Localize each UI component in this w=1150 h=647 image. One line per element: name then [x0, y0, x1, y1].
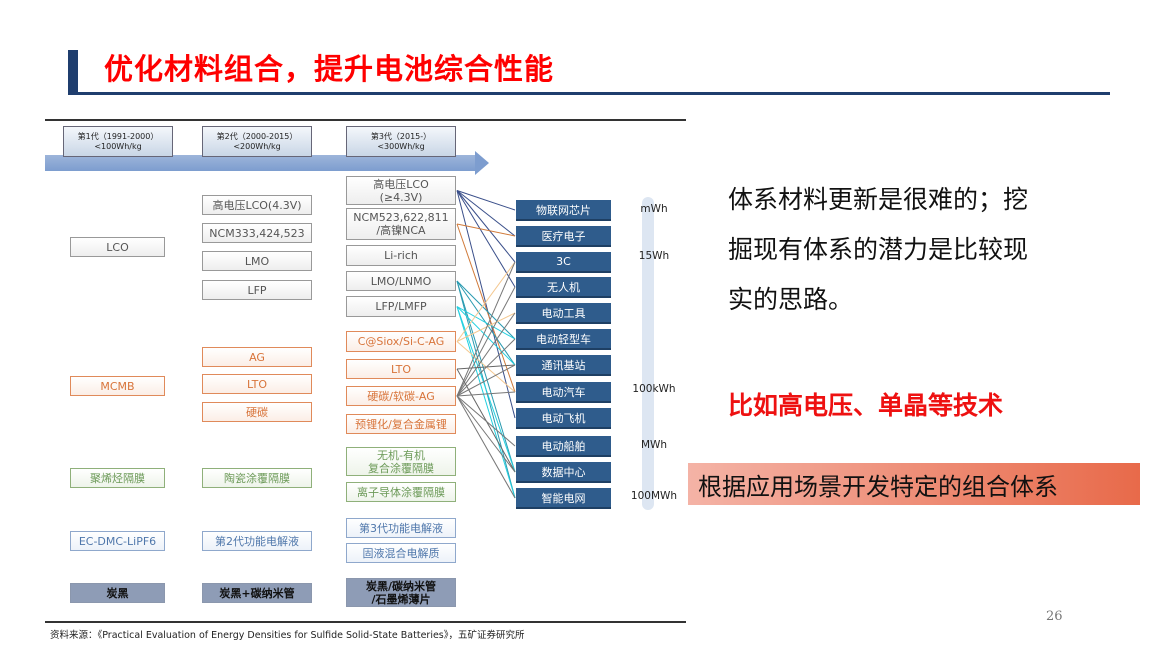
material-box-gen2: AG [202, 347, 312, 367]
material-box-gen3: LTO [346, 359, 456, 379]
material-box-gen1: 炭黑 [70, 583, 165, 603]
energy-scale-label: mWh [640, 203, 668, 215]
material-box-gen3: 无机-有机 复合涂覆隔膜 [346, 447, 456, 476]
material-box-gen2: 第2代功能电解液 [202, 531, 312, 551]
figure-top-rule [45, 119, 686, 121]
link-line [456, 280, 516, 473]
link-line [456, 190, 516, 263]
energy-scale-label: 15Wh [638, 250, 670, 262]
application-box: 数据中心 [516, 462, 611, 483]
link-line [456, 223, 516, 237]
highlight-text: 比如高电压、单晶等技术 [728, 391, 1004, 420]
generation-label: <100Wh/kg [94, 141, 142, 151]
material-box-gen3: NCM523,622,811 /高镍NCA [346, 208, 456, 240]
application-box: 电动汽车 [516, 382, 611, 403]
link-line [456, 190, 516, 237]
generation-label: <300Wh/kg [377, 141, 425, 151]
material-box-gen1: MCMB [70, 376, 165, 396]
link-line [456, 395, 516, 447]
link-line [456, 286, 516, 397]
generation-label: 第2代（2000-2015） [216, 131, 298, 141]
material-box-gen2: NCM333,424,523 [202, 223, 312, 243]
link-line [456, 306, 516, 340]
source-note: 资料来源：《Practical Evaluation of Energy Den… [50, 630, 525, 641]
material-box-gen2: LFP [202, 280, 312, 300]
link-line [456, 306, 516, 473]
link-line [456, 312, 516, 342]
energy-scale-label: 100kWh [632, 383, 676, 395]
material-box-gen3: 固液混合电解质 [346, 543, 456, 563]
body-text-line: 掘现有体系的潜力是比较现 [728, 235, 1029, 264]
generation-label: <200Wh/kg [233, 141, 281, 151]
link-line [456, 391, 516, 397]
application-box: 电动飞机 [516, 408, 611, 429]
material-box-gen2: 高电压LCO(4.3V) [202, 195, 312, 215]
application-box: 电动轻型车 [516, 329, 611, 350]
material-box-gen3: 离子导体涂覆隔膜 [346, 482, 456, 502]
link-line [456, 395, 516, 473]
link-line [456, 190, 516, 288]
application-box: 电动船舶 [516, 436, 611, 457]
title-accent-bar [68, 50, 78, 93]
application-box: 无人机 [516, 277, 611, 298]
application-box: 智能电网 [516, 488, 611, 509]
body-text-line: 体系材料更新是很难的；挖 [728, 185, 1029, 214]
combo-banner: 根据应用场景开发特定的组合体系 [688, 463, 1140, 505]
link-line [456, 223, 516, 393]
material-box-gen1: EC-DMC-LiPF6 [70, 531, 165, 551]
material-box-gen3: C@Siox/Si-C-AG [346, 331, 456, 352]
generation-label: 第3代（2015-） [370, 131, 432, 141]
generation-header: 第1代（1991-2000）<100Wh/kg [63, 126, 173, 157]
link-line [456, 338, 516, 397]
material-box-gen3: 第3代功能电解液 [346, 518, 456, 538]
material-box-gen2: 陶瓷涂覆隔膜 [202, 468, 312, 488]
title-divider [68, 92, 1110, 95]
link-line [456, 306, 516, 366]
generation-header: 第2代（2000-2015）<200Wh/kg [202, 126, 312, 157]
link-line [456, 261, 516, 397]
link-line [456, 312, 516, 397]
generation-header: 第3代（2015-）<300Wh/kg [346, 126, 456, 157]
link-line [456, 261, 516, 342]
material-box-gen3: Li-rich [346, 245, 456, 266]
generation-label: 第1代（1991-2000） [77, 131, 159, 141]
material-box-gen3: 高电压LCO (≥4.3V) [346, 176, 456, 205]
energy-scale-label: 100MWh [630, 490, 678, 502]
material-box-gen3: LMO/LNMO [346, 271, 456, 291]
link-line [456, 190, 516, 419]
material-box-gen3: 硬碳/软碳-AG [346, 386, 456, 406]
page-number: 26 [1046, 609, 1063, 624]
material-box-gen3: LFP/LMFP [346, 296, 456, 317]
body-text-line: 实的思路。 [728, 285, 854, 314]
link-line [456, 190, 516, 211]
link-line [456, 280, 516, 340]
application-box: 3C [516, 252, 611, 273]
energy-scale-label: MWh [640, 439, 668, 451]
material-box-gen2: LTO [202, 374, 312, 394]
material-box-gen3: 炭黑/碳纳米管 /石墨烯薄片 [346, 578, 456, 607]
application-box: 通讯基站 [516, 355, 611, 376]
link-line [456, 306, 516, 499]
timeline-arrow [45, 155, 475, 171]
material-box-gen2: 硬碳 [202, 402, 312, 422]
application-box: 电动工具 [516, 303, 611, 324]
material-box-gen1: LCO [70, 237, 165, 257]
link-line [456, 364, 516, 397]
material-box-gen2: 炭黑+碳纳米管 [202, 583, 312, 603]
material-box-gen1: 聚烯烃隔膜 [70, 468, 165, 488]
energy-scale-bar [642, 197, 654, 510]
figure-bottom-rule [45, 621, 686, 623]
timeline-arrow-head-icon [475, 151, 489, 175]
application-box: 物联网芯片 [516, 200, 611, 221]
material-box-gen2: LMO [202, 251, 312, 271]
link-line [456, 395, 516, 499]
material-box-gen3: 预锂化/复合金属锂 [346, 414, 456, 434]
application-box: 医疗电子 [516, 226, 611, 247]
page-title: 优化材料组合，提升电池综合性能 [104, 52, 555, 86]
